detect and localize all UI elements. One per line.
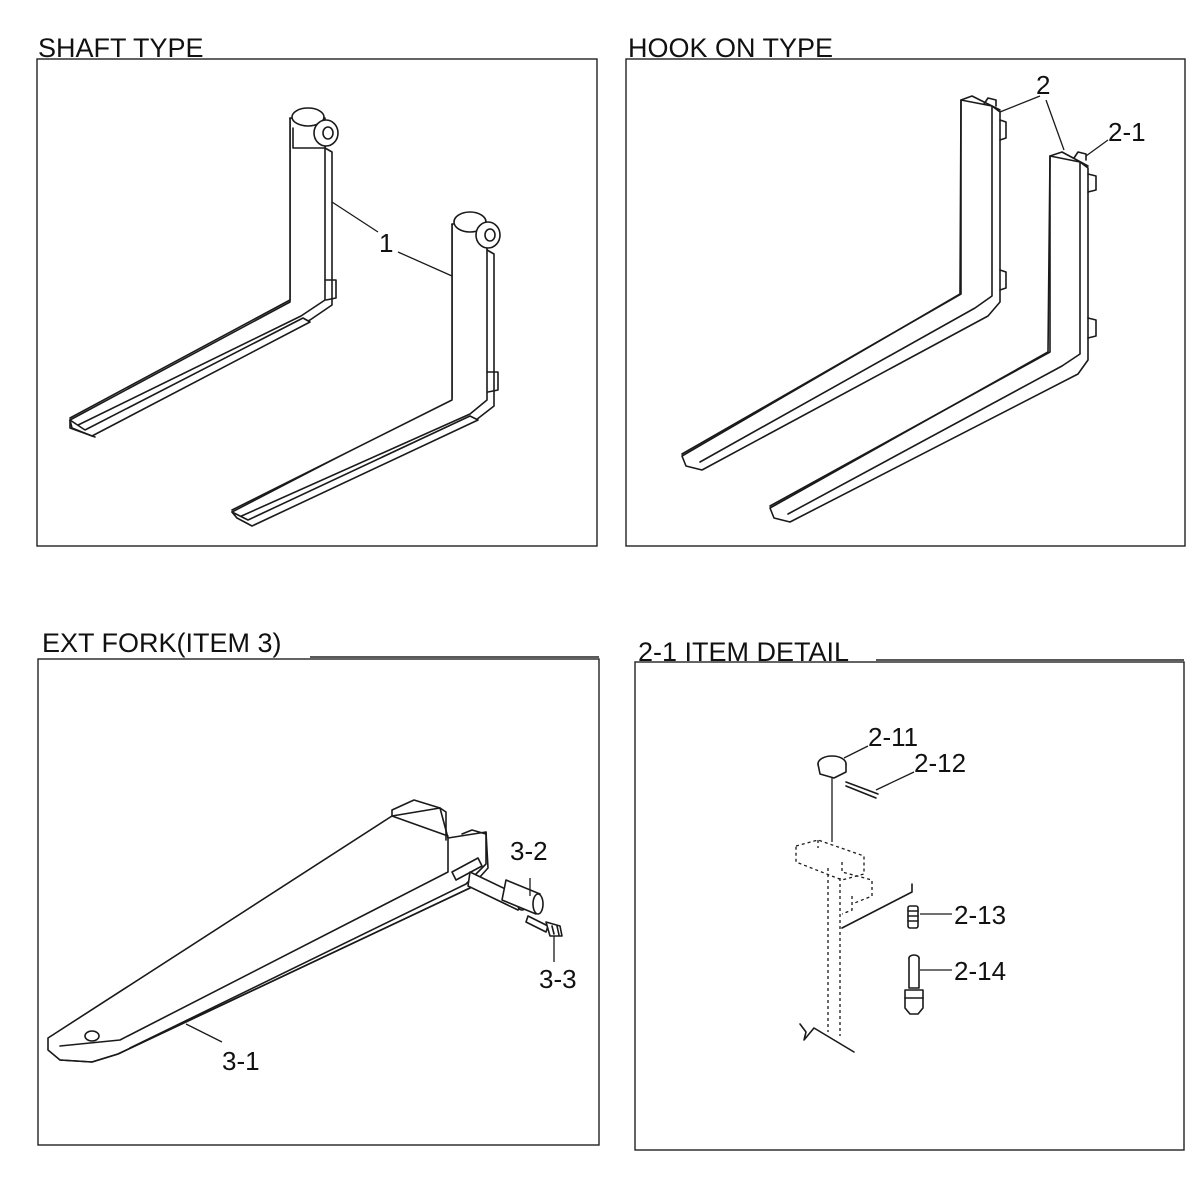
panel-frame-detail [634,661,1185,1151]
panel-item-detail: 2-1 ITEM DETAIL [634,637,1185,1151]
panel-title-ext-fork: EXT FORK(ITEM 3) [42,628,282,658]
detail-spring [907,905,919,929]
shaft-fork-right [231,211,501,527]
callout-2-13: 2-13 [954,900,1006,930]
callout-2-11: 2-11 [868,722,918,752]
detail-clip [845,781,879,799]
callout-3-3: 3-3 [539,964,577,994]
panel-hook-on-type: HOOK ON TYPE 2 2-1 [625,33,1186,547]
callout-3-2: 3-2 [510,836,548,866]
panel-shaft-type: SHAFT TYPE 1 [36,33,598,547]
callout-2: 2 [1036,70,1050,100]
hook-fork-right [769,151,1097,523]
ext-bolt [525,915,563,937]
ext-pin [467,871,544,915]
panel-frame-ext [37,658,600,1146]
panel-ext-fork: EXT FORK(ITEM 3) [37,628,600,1146]
callout-3-1: 3-1 [222,1046,260,1076]
hook-fork-left [681,95,1007,471]
callout-2-14: 2-14 [954,956,1006,986]
detail-hook-outline [795,839,873,1036]
ext-fork-sleeve [47,799,489,1063]
shaft-fork-left [69,107,339,438]
callout-2-1: 2-1 [1108,117,1146,147]
panel-title-hook-on-type: HOOK ON TYPE [628,33,833,63]
panel-frame-shaft [36,58,598,547]
panel-title-shaft-type: SHAFT TYPE [38,33,204,63]
panel-frame-hook [625,58,1186,547]
callout-2-12: 2-12 [914,748,966,778]
detail-plunger [904,954,924,1015]
detail-cap [817,755,847,779]
callout-1: 1 [379,228,393,258]
